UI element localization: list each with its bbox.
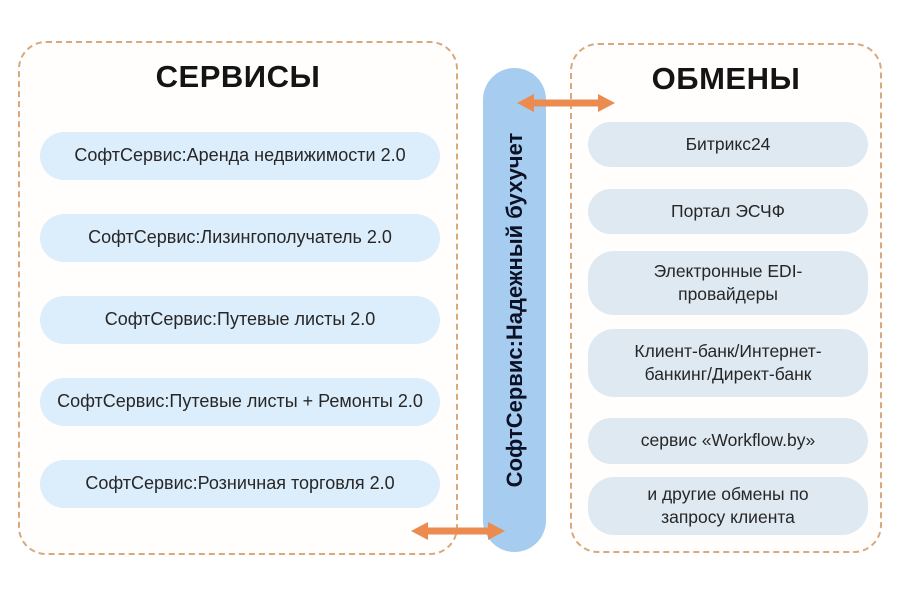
exchange-item-workflow-by: сервис «Workflow.by» xyxy=(588,418,868,464)
service-item-arenda: СофтСервис:Аренда недвижимости 2.0 xyxy=(40,132,440,180)
services-panel: СЕРВИСЫ СофтСервис:Аренда недвижимости 2… xyxy=(18,41,458,555)
exchange-item-portal-eschf: Портал ЭСЧФ xyxy=(588,189,868,234)
exchanges-panel: ОБМЕНЫ Битрикс24 Портал ЭСЧФ Электронные… xyxy=(570,43,882,553)
double-arrow-bottom-icon xyxy=(411,522,505,540)
service-item-putevye-listy: СофтСервис:Путевые листы 2.0 xyxy=(40,296,440,344)
double-arrow-top-icon xyxy=(517,94,615,112)
service-item-roznichnaya: СофтСервис:Розничная торговля 2.0 xyxy=(40,460,440,508)
center-product-bar-label: СофтСервис:Надежный бухучет xyxy=(501,132,527,488)
exchange-item-client-bank: Клиент-банк/Интернет-банкинг/Директ-банк xyxy=(588,329,868,397)
center-product-bar: СофтСервис:Надежный бухучет xyxy=(483,68,546,552)
exchange-item-other: и другие обмены по запросу клиента xyxy=(588,477,868,535)
services-panel-title: СЕРВИСЫ xyxy=(155,59,321,94)
exchange-item-bitrix24: Битрикс24 xyxy=(588,122,868,167)
service-item-putevye-remonty: СофтСервис:Путевые листы + Ремонты 2.0 xyxy=(40,378,440,426)
exchanges-panel-title: ОБМЕНЫ xyxy=(651,61,801,96)
exchange-item-edi-providers: Электронные EDI-провайдеры xyxy=(588,251,868,315)
service-item-lizing: СофтСервис:Лизингополучатель 2.0 xyxy=(40,214,440,262)
